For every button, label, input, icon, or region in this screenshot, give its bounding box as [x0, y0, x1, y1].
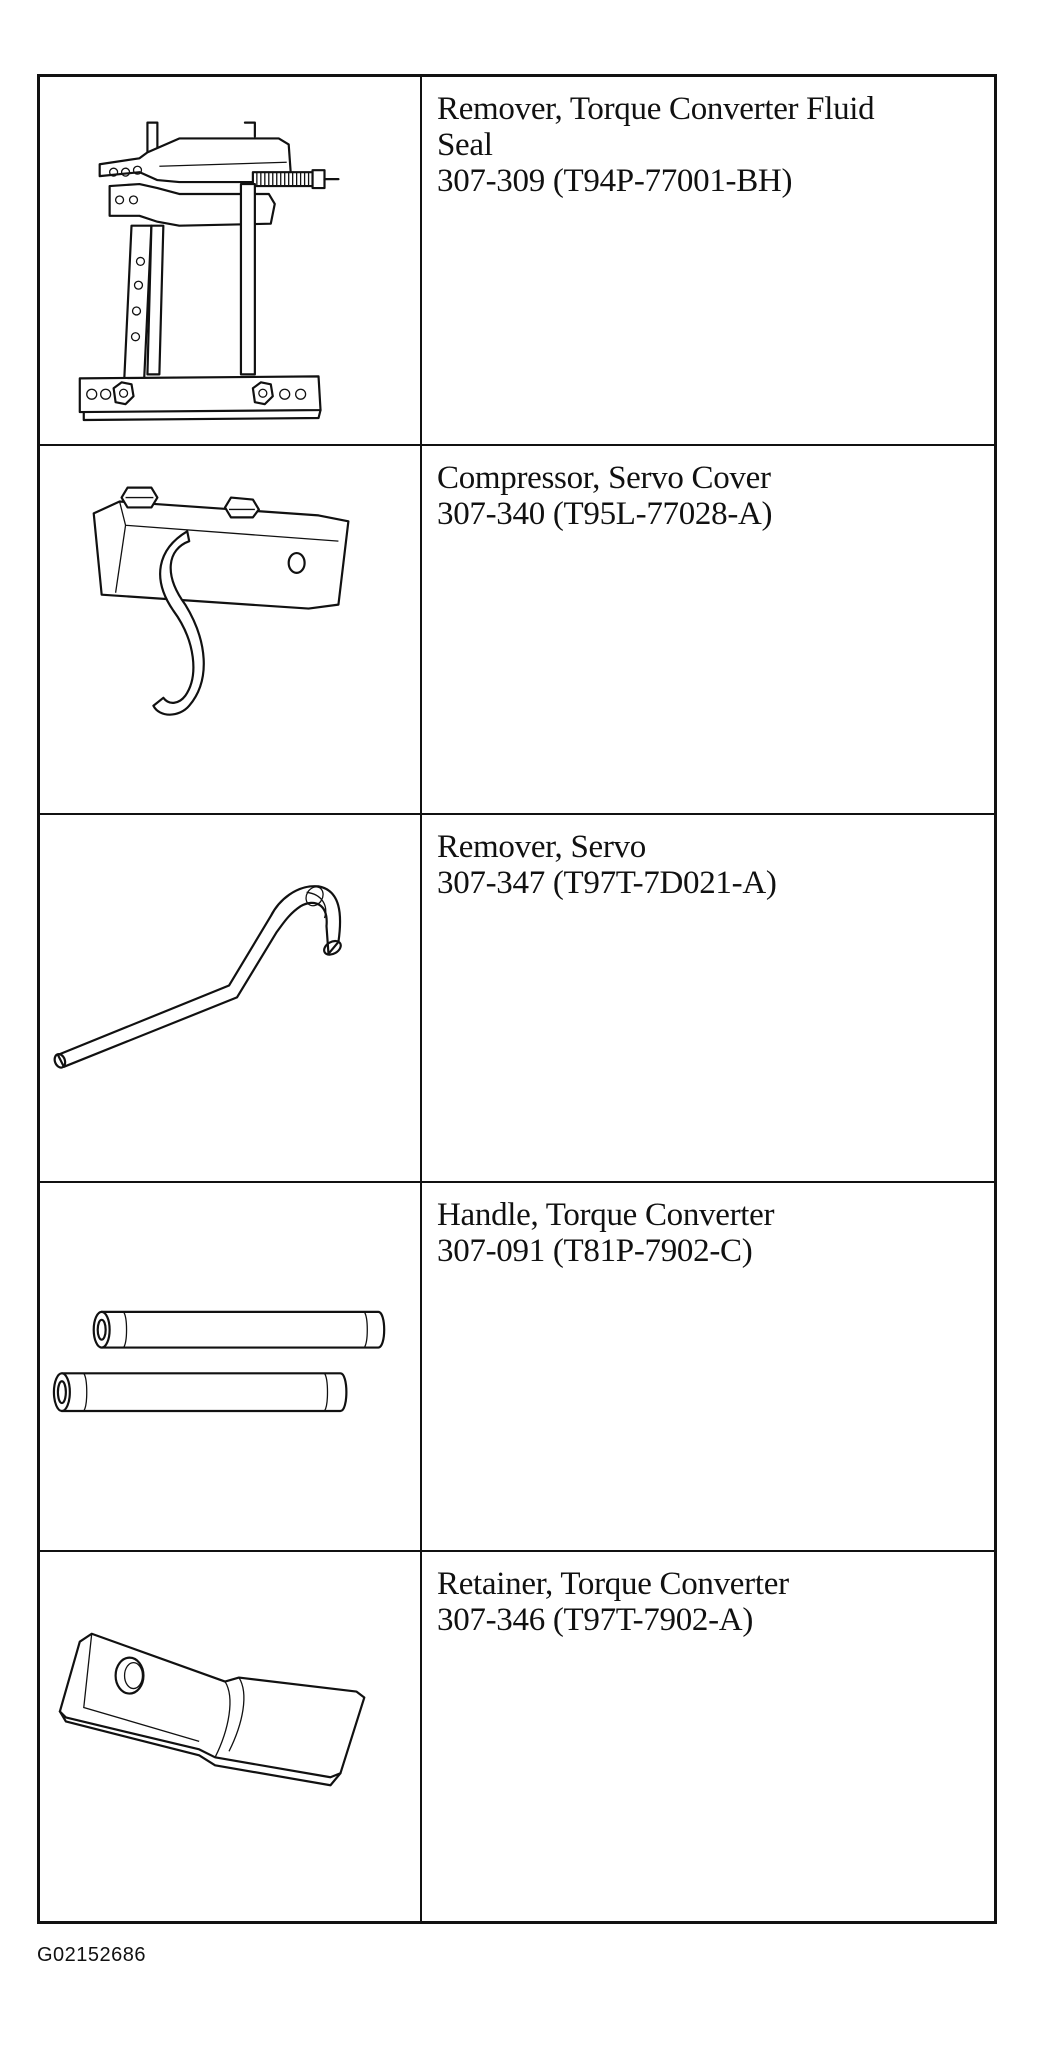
tool-part-number: 307-340 (T95L-77028-A): [437, 495, 773, 532]
tool-description-cell: Retainer, Torque Converter 307-346 (T97T…: [422, 1552, 994, 1921]
tool-name: Remover, Servo: [437, 828, 646, 865]
tool-name: Compressor, Servo Cover: [437, 459, 771, 496]
torque-converter-handle-icon: [52, 1311, 386, 1413]
tool-illustration-cell: [40, 1552, 422, 1921]
tool-illustration-cell: [40, 1183, 422, 1553]
tool-name: Remover, Torque Converter Fluid: [437, 91, 875, 127]
tool-description-cell: Handle, Torque Converter 307-091 (T81P-7…: [422, 1183, 994, 1553]
tool-name-continued: Seal: [437, 127, 493, 163]
tool-part-number: 307-347 (T97T-7D021-A): [437, 864, 777, 901]
tool-part-number: 307-346 (T97T-7902-A): [437, 1602, 754, 1639]
tool-illustration-cell: [40, 77, 422, 446]
tool-illustration-cell: [40, 445, 422, 815]
tool-description-cell: Remover, Servo 307-347 (T97T-7D021-A): [422, 815, 994, 1184]
special-tools-table: Remover, Torque Converter Fluid Seal 307…: [37, 74, 997, 1924]
torque-converter-fluid-seal-remover-icon: [78, 121, 340, 422]
tool-description-cell: Remover, Torque Converter Fluid Seal 307…: [422, 77, 994, 446]
servo-remover-icon: [53, 884, 342, 1069]
servo-cover-compressor-icon: [92, 486, 350, 716]
tool-part-number: 307-309 (T94P-77001-BH): [437, 163, 793, 199]
tool-name: Retainer, Torque Converter: [437, 1566, 789, 1603]
torque-converter-retainer-icon: [58, 1632, 366, 1787]
tool-name: Handle, Torque Converter: [437, 1197, 775, 1234]
figure-id: G02152686: [37, 1944, 147, 1966]
tool-illustration-cell: [40, 814, 422, 1184]
tool-description-cell: Compressor, Servo Cover 307-340 (T95L-77…: [422, 446, 994, 815]
tool-part-number: 307-091 (T81P-7902-C): [437, 1233, 753, 1270]
